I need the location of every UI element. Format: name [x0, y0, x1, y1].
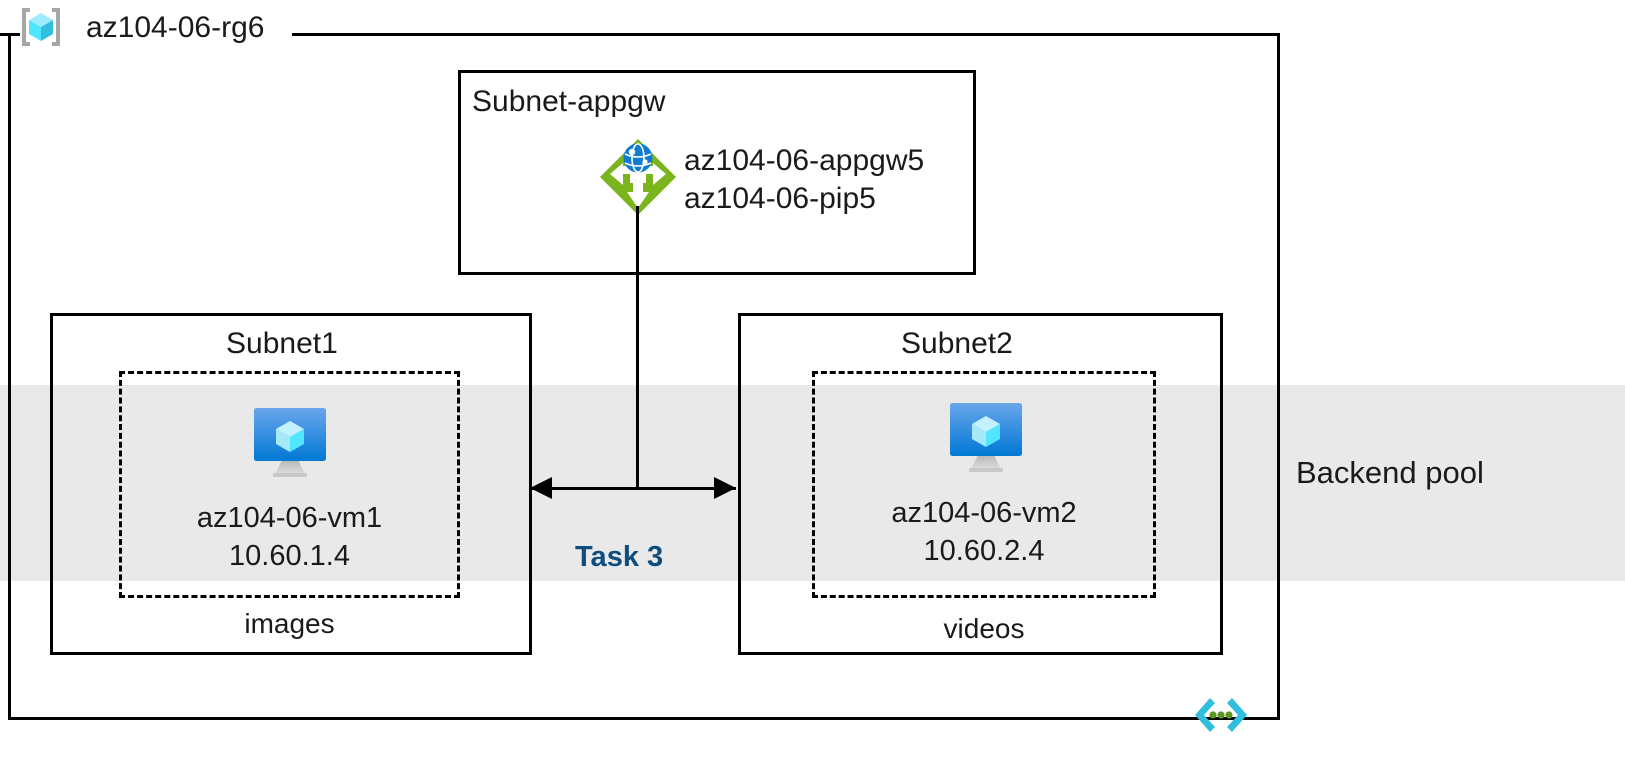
resource-group-icon [18, 6, 64, 48]
application-gateway-icon [597, 136, 679, 218]
resource-group-border-right [1277, 33, 1280, 720]
backend-pool-label: Backend pool [1296, 455, 1484, 490]
subnet1-title: Subnet1 [226, 327, 338, 360]
appgw-to-subnets-connector [636, 206, 639, 489]
vm2-labels: az104-06-vm2 10.60.2.4 [812, 495, 1156, 570]
vm1-labels: az104-06-vm1 10.60.1.4 [119, 500, 460, 575]
pip-name: az104-06-pip5 [684, 182, 876, 216]
resource-group-title: az104-06-rg6 [86, 11, 265, 44]
code-brackets-icon [1194, 694, 1248, 736]
subnet2-caption: videos [943, 613, 1025, 644]
resource-group-border-stub [0, 33, 20, 36]
virtual-machine-icon [249, 404, 331, 480]
subnet-appgw-box [458, 70, 976, 275]
vm2-name: az104-06-vm2 [891, 497, 1077, 529]
appgw-resource-labels: az104-06-appgw5 az104-06-pip5 [684, 142, 924, 219]
subnet1-subnet2-connector [530, 487, 736, 490]
subnet2-dashed-group [812, 371, 1156, 598]
virtual-machine-icon [945, 399, 1027, 475]
resource-group-border-top [292, 33, 1280, 36]
vm1-ip: 10.60.1.4 [229, 539, 350, 572]
arrow-right-head [714, 477, 736, 499]
subnet1-dashed-group [119, 371, 460, 598]
appgw-name: az104-06-appgw5 [684, 144, 925, 177]
arrow-left-head [530, 477, 552, 499]
subnet2-title: Subnet2 [901, 327, 1013, 360]
subnet2-box [738, 313, 1223, 655]
vm1-name: az104-06-vm1 [196, 502, 383, 534]
resource-group-border-left [8, 33, 11, 720]
resource-group-border-bottom [8, 717, 1280, 720]
task-3-label: Task 3 [575, 541, 664, 573]
subnet-appgw-title: Subnet-appgw [472, 85, 666, 118]
vm2-ip: 10.60.2.4 [923, 534, 1045, 567]
subnet1-caption: images [244, 608, 335, 639]
